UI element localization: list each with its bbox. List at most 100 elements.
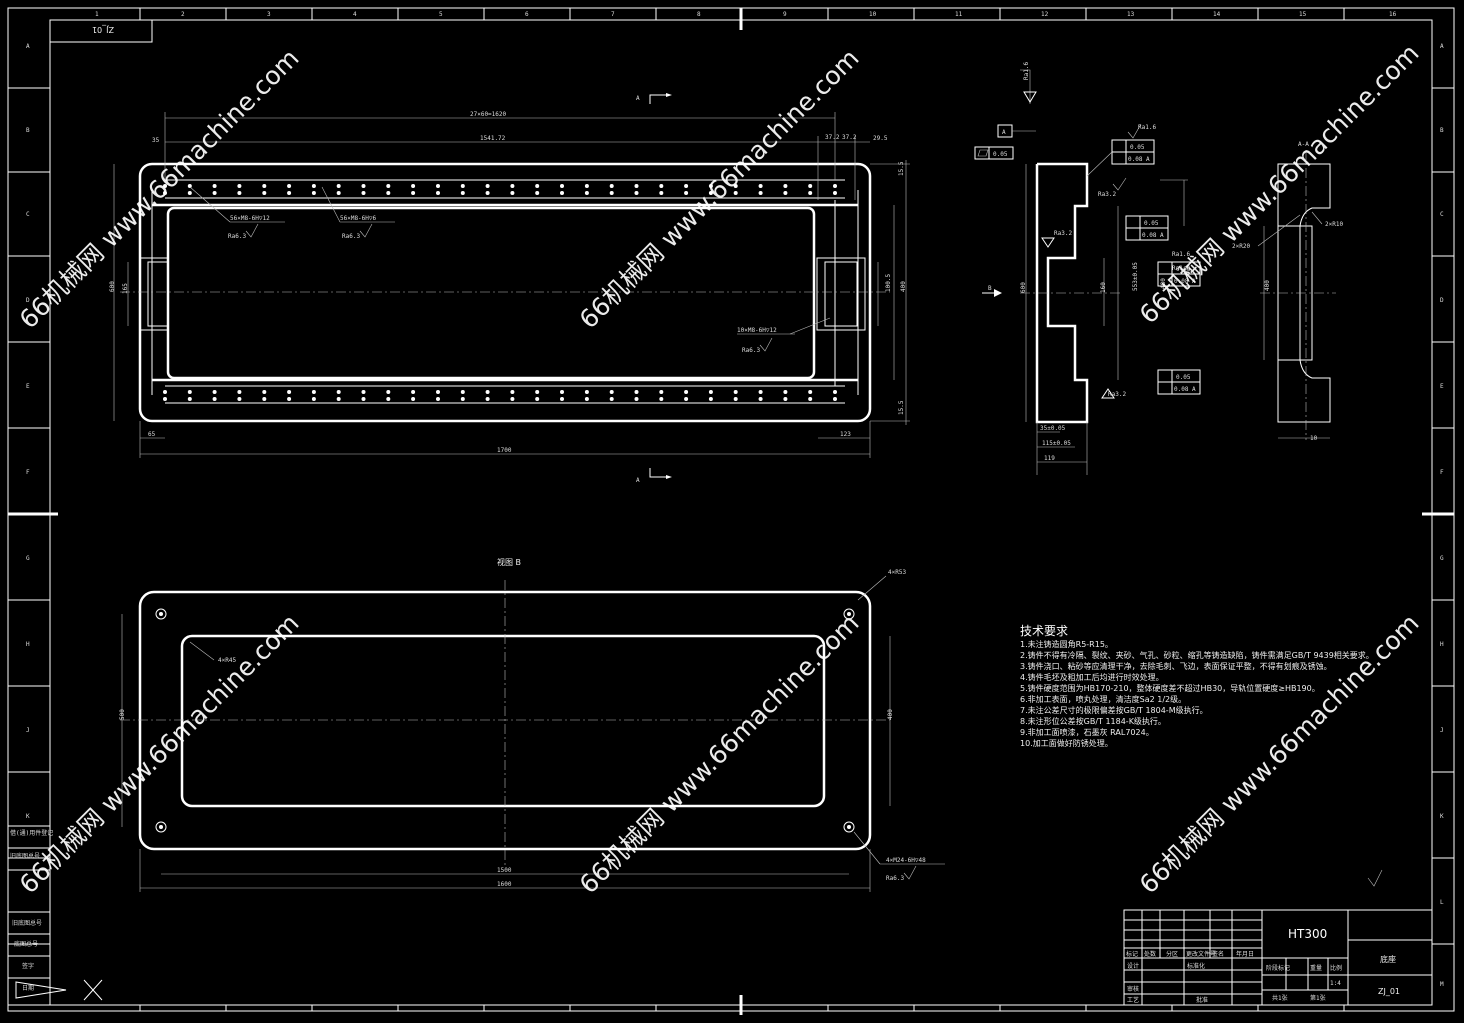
tapped-hole <box>684 191 689 195</box>
bottom-view: 视图 B 4×R53 4×R45 500 400 1500 1600 4×M24… <box>119 557 945 892</box>
tapped-hole <box>808 397 813 401</box>
col-number: 15 <box>1299 11 1307 18</box>
hole-callout: 10×M8-6H▽12 <box>737 327 777 334</box>
tapped-hole <box>411 184 416 188</box>
tapped-hole <box>287 184 292 188</box>
row-letter: D <box>26 297 30 304</box>
col-number: 4 <box>353 11 357 18</box>
section-letter: A <box>636 477 640 484</box>
col-number: 1 <box>95 11 99 18</box>
tech-heading: 技术要求 <box>1020 624 1068 638</box>
fcf-value: 0.08 A <box>1174 278 1196 285</box>
tapped-hole <box>436 184 440 188</box>
tb-stage-label: 重量 <box>1310 964 1322 972</box>
row-letter: F <box>1440 469 1444 476</box>
tech-requirements: 技术要求 1.未注铸造圆角R5-R15。 2.铸件不得有冷隔、裂纹、夹砂、气孔、… <box>1020 624 1383 887</box>
tapped-hole <box>584 184 589 188</box>
tech-line: 7.未注公差尺寸的极限偏差按GB/T 1804-M级执行。 <box>1020 705 1208 715</box>
top-view: A A 27×60=1620 154 <box>109 93 910 484</box>
dim-text: 1600 <box>497 881 512 888</box>
tapped-hole <box>609 184 614 188</box>
dim-text: 600 <box>1020 282 1027 293</box>
fcf-value: 0.05 <box>1176 374 1191 381</box>
roughness-label: Ra6.3 <box>886 875 904 882</box>
tapped-hole <box>237 184 242 188</box>
tapped-hole <box>386 191 391 195</box>
strip-label: 签字 <box>22 962 34 970</box>
watermark-text: 66机械网 www.66machine.com <box>1134 38 1425 329</box>
tech-line: 1.未注铸造圆角R5-R15。 <box>1020 639 1113 649</box>
dim-text: 37.2 <box>842 134 857 141</box>
tapped-hole <box>386 397 391 401</box>
tapped-hole <box>535 184 540 188</box>
tapped-hole <box>187 191 192 195</box>
left-strip: 借(通)用件登记 旧底图总号 旧底图总号 底图总号 签字 日期 <box>7 825 103 1006</box>
column-numbers: 1 2 3 4 5 6 7 8 9 10 11 12 13 14 15 16 <box>95 11 1397 18</box>
tapped-hole <box>262 184 267 188</box>
dim-text: 400 <box>887 709 894 720</box>
datum-label: A <box>1002 129 1006 136</box>
tb-header: 签名 <box>1212 950 1224 958</box>
strip-label: 借(通)用件登记 <box>10 829 53 837</box>
fcf-value: 0.08 A <box>1174 386 1196 393</box>
tapped-hole <box>187 397 192 401</box>
tapped-hole <box>361 184 366 188</box>
fcf-group-1: 0.05 0.08 A <box>1086 139 1155 177</box>
tb-row-label: 工艺 <box>1127 996 1139 1004</box>
hole-callout: 56×M8-6H▽6 <box>340 215 377 222</box>
tapped-hole <box>163 184 167 188</box>
section-title: A-A <box>1298 141 1309 148</box>
roughness-label: Ra1.6 <box>1172 265 1190 272</box>
roughness-label: Ra3.2 <box>1108 391 1126 398</box>
fcf-group-2: 0.05 0.08 A <box>1125 215 1169 241</box>
tapped-hole <box>460 191 465 195</box>
row-letter: G <box>1440 555 1444 562</box>
tapped-hole <box>212 397 217 401</box>
tapped-hole <box>460 397 465 401</box>
row-letters-left: A B C D E F G H J K <box>26 43 30 820</box>
col-number: 2 <box>181 11 185 18</box>
tapped-hole <box>659 191 664 195</box>
dim-text: 500 <box>119 709 126 720</box>
tapped-hole <box>684 390 689 394</box>
dim-text: 1541.72 <box>480 135 506 142</box>
tb-material: HT300 <box>1288 927 1327 941</box>
dim-text: 35 <box>152 137 160 144</box>
tech-line: 8.未注形位公差按GB/T 1184-K级执行。 <box>1020 716 1166 726</box>
col-number: 9 <box>783 11 787 18</box>
watermark-text: 66机械网 www.66machine.com <box>14 608 305 899</box>
tapped-hole <box>659 397 664 401</box>
roughness-label: Ra1.6 <box>1138 124 1156 131</box>
tapped-hole <box>436 191 440 195</box>
tapped-hole <box>411 191 416 195</box>
sheet-frame: 1 2 3 4 5 6 7 8 9 10 11 12 13 14 15 16 A… <box>7 7 1455 1015</box>
row-letter: L <box>1440 899 1444 906</box>
tapped-hole <box>212 390 217 394</box>
roughness-label: Ra1.6 <box>1023 62 1030 80</box>
tapped-hole <box>361 191 366 195</box>
section-mark-a-top: A <box>636 93 672 104</box>
tapped-hole <box>336 191 341 195</box>
tapped-hole <box>684 184 689 188</box>
tapped-hole <box>460 390 465 394</box>
fcf-value: 0.08 A <box>1128 156 1150 163</box>
fcf-value: 0.05 <box>1144 220 1159 227</box>
tb-part-name: 底座 <box>1380 954 1396 964</box>
tapped-hole <box>708 191 713 195</box>
col-number: 13 <box>1127 11 1135 18</box>
tapped-hole <box>311 191 316 195</box>
col-number: 5 <box>439 11 443 18</box>
tapped-hole <box>634 184 639 188</box>
row-letter: F <box>26 469 30 476</box>
row-letter: E <box>26 383 30 390</box>
hole-callout: 4×M24-6H▽48 <box>886 857 926 864</box>
side-view: Ra1.6 A 0.05 600 160 553±0.05 480 35±0.0… <box>974 62 1201 475</box>
tapped-hole <box>212 184 217 188</box>
row-letters: A B C D E F G H J K L M <box>1440 43 1444 988</box>
row-letter: H <box>1440 641 1444 648</box>
strip-label: 旧底图总号 <box>10 852 40 860</box>
radius-label: 2×R10 <box>1325 221 1343 228</box>
tb-stage-label: 比例 <box>1330 964 1342 972</box>
tapped-hole <box>808 184 813 188</box>
tech-line: 10.加工面做好防锈处理。 <box>1020 738 1113 748</box>
